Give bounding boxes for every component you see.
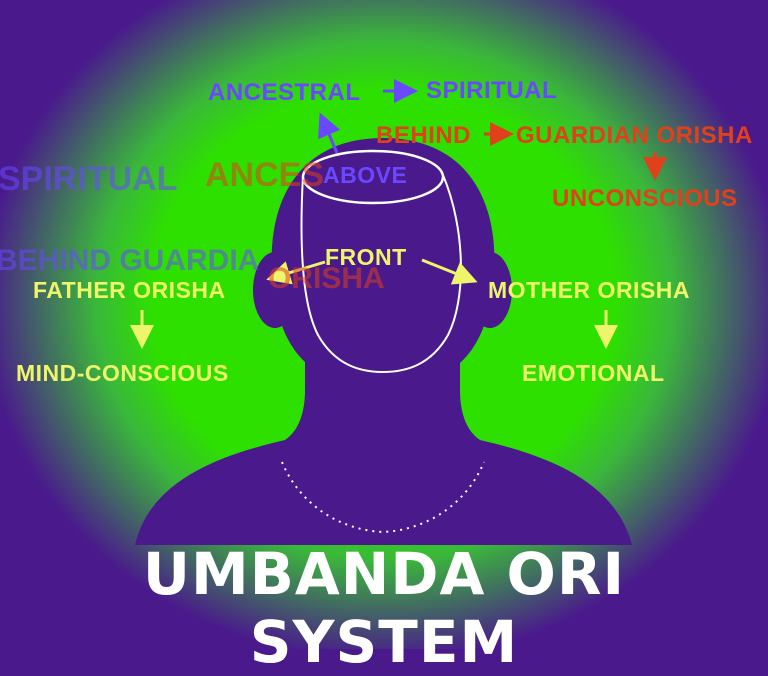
- guardian-orisha-label: GUARDIAN ORISHA: [516, 122, 753, 149]
- page-title: UMBANDA ORI SYSTEM: [142, 540, 626, 676]
- front-left-arrow: [266, 260, 326, 285]
- unconscious-label: UNCONSCIOUS: [552, 185, 738, 212]
- mind-conscious-label: MIND-CONSCIOUS: [16, 360, 229, 386]
- head-illustration: [130, 79, 667, 545]
- above-label: ABOVE: [323, 162, 408, 188]
- mother-orisha-label: MOTHER ORISHA: [488, 277, 690, 303]
- crown-ellipse: [301, 149, 445, 205]
- shoulders-silhouette: [135, 390, 632, 545]
- emotional-label: EMOTIONAL: [522, 360, 665, 386]
- above-arrow: [318, 112, 341, 154]
- behind-label: BEHIND: [376, 122, 472, 149]
- necklace-dots: [281, 461, 485, 534]
- head-silhouette: [271, 138, 495, 390]
- front-right-arrow: [421, 258, 478, 285]
- front-label: FRONT: [325, 244, 407, 270]
- father-orisha-label: FATHER ORISHA: [33, 277, 226, 303]
- ghost-text-ancestral: ANCES: [205, 156, 325, 194]
- ghost-text-behind-guardian: BEHIND GUARDIA: [0, 244, 260, 277]
- ancestral-label: ANCESTRAL: [208, 79, 361, 106]
- ghost-text-orisha: ORISHA: [268, 262, 385, 295]
- spiritual-label: SPIRITUAL: [426, 77, 558, 104]
- ghost-text-spiritual: SPIRITUAL: [0, 160, 178, 198]
